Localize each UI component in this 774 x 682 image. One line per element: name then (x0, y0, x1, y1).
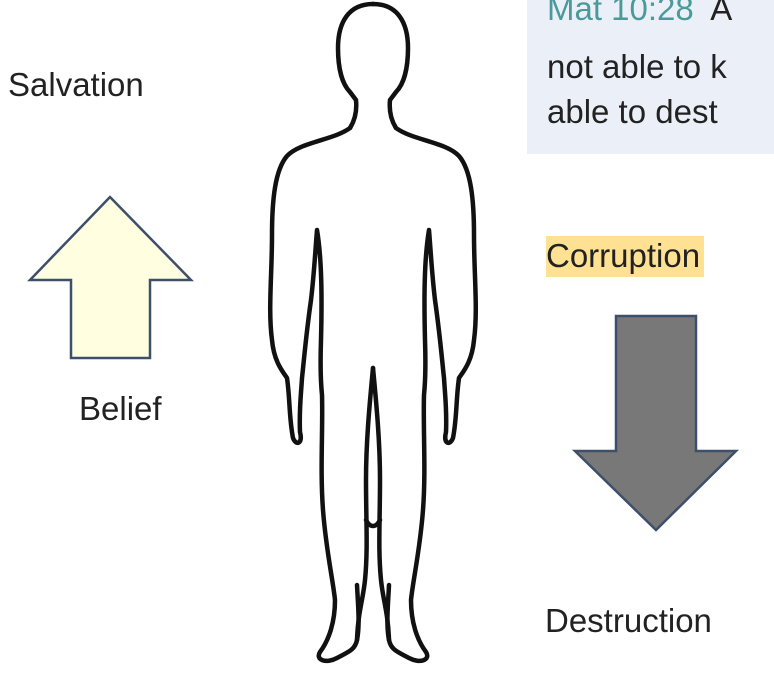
verse-reference: Mat 10:28 (547, 0, 694, 27)
verse-line-1-text: A (693, 0, 733, 27)
verse-box: Mat 10:28 A not able to k able to dest (527, 0, 774, 154)
destruction-label: Destruction (545, 602, 712, 639)
belief-label: Belief (79, 390, 162, 427)
figure-head-left (335, 1, 376, 131)
verse-line-2: not able to k (547, 48, 727, 85)
figure-right-outline (385, 125, 479, 664)
figure-head-right (370, 1, 411, 131)
corruption-label: Corruption (546, 236, 705, 277)
verse-line-3: able to dest (547, 93, 718, 130)
figure-left-outline (267, 125, 361, 664)
verse-line-1: Mat 10:28 A (547, 0, 732, 25)
salvation-label: Salvation (8, 66, 144, 103)
figure-knee-hint (363, 517, 383, 529)
